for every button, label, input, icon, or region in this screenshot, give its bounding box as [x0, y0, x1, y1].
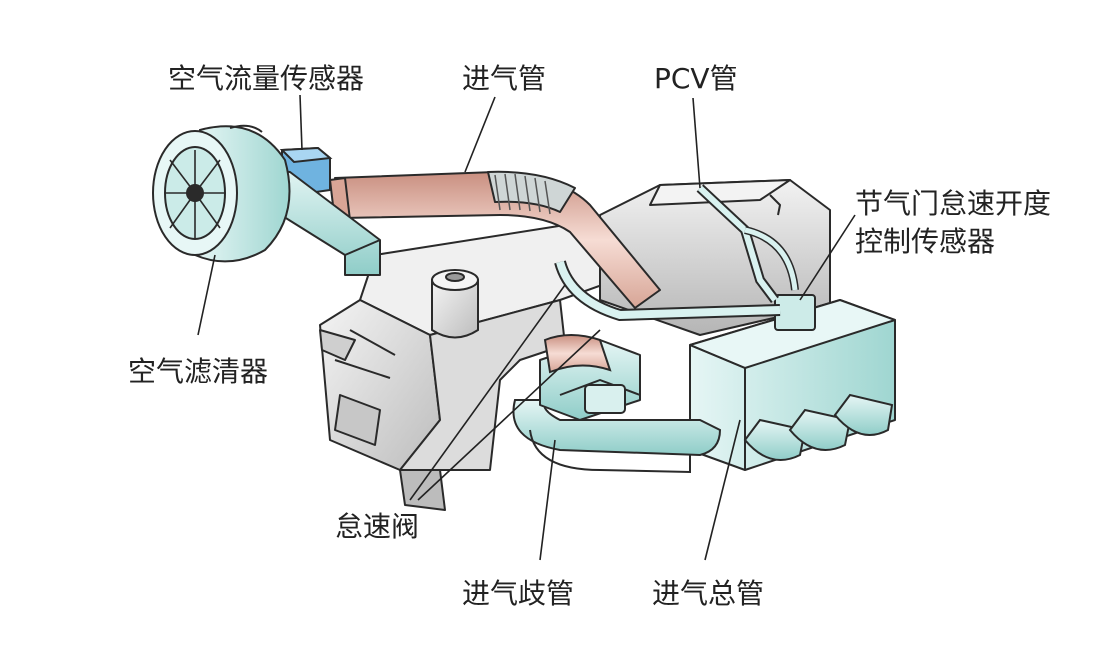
label-pcv-pipe: PCV管 [654, 62, 738, 95]
label-idle-valve: 怠速阀 [335, 510, 420, 543]
label-air-filter: 空气滤清器 [128, 355, 269, 388]
pcv-hose [554, 184, 799, 322]
leader-pcv-pipe [692, 97, 701, 189]
leader-idle-valve-b [417, 329, 601, 501]
label-intake-plenum: 进气总管 [652, 577, 765, 610]
leader-idle-valve-a [409, 284, 566, 501]
label-intake-pipe: 进气管 [462, 62, 547, 95]
intake-runners [512, 393, 894, 474]
leader-intake-manifold [539, 439, 556, 561]
idle-bypass-pipe [543, 334, 612, 374]
leader-throttle-sensor [799, 214, 856, 301]
leader-intake-plenum [704, 419, 741, 561]
label-throttle-sensor-line1: 节气门怠速开度 [855, 187, 1052, 220]
air-filter-body [152, 124, 291, 263]
leader-air-filter [197, 254, 216, 336]
label-throttle-sensor-line2: 控制传感器 [855, 225, 996, 258]
leader-lines [197, 94, 856, 561]
leader-intake-pipe [464, 96, 496, 173]
label-intake-manifold: 进气歧管 [462, 577, 575, 610]
label-maf-sensor: 空气流量传感器 [168, 62, 365, 95]
leader-maf-sensor [299, 94, 303, 151]
idle-valve-body [431, 269, 479, 339]
